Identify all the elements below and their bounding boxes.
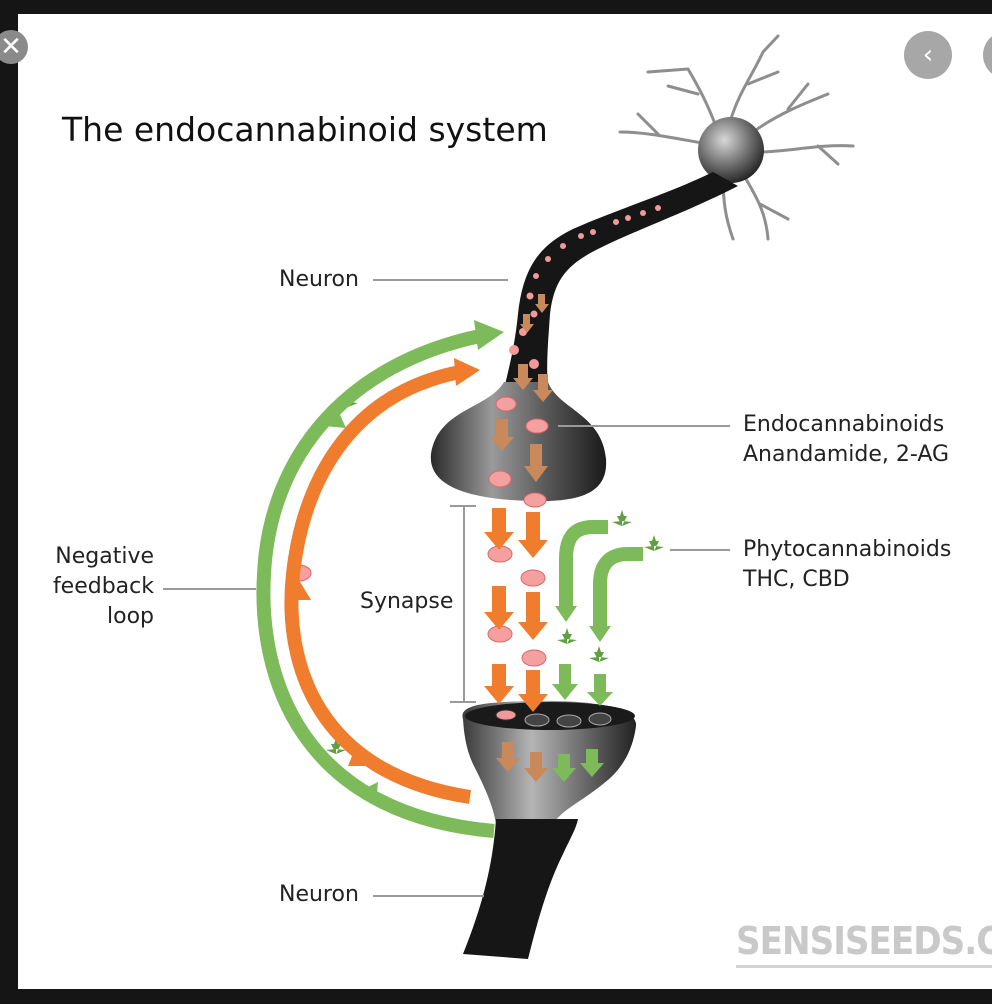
green-arrowhead-lower <box>358 782 378 804</box>
neuron-cell-body <box>698 117 764 183</box>
presynaptic-terminal <box>430 382 607 502</box>
page-title: The endocannabinoid system <box>62 110 548 149</box>
phytocannabinoids-label: Phytocannabinoids THC, CBD <box>743 535 951 595</box>
terminal-arrows <box>490 419 548 482</box>
orange-arrowhead-lower <box>348 746 370 766</box>
cannabis-leaf-icons <box>326 391 664 754</box>
feedback-line-3: loop <box>107 604 154 629</box>
close-button[interactable]: ✕ <box>0 30 28 64</box>
synapse-orange-arrows <box>484 508 548 712</box>
neuron-bottom-label: Neuron <box>279 882 359 907</box>
chevron-left-icon: ‹ <box>922 40 934 70</box>
green-arrowheads <box>552 606 613 706</box>
previous-image-button[interactable]: ‹ <box>904 31 952 79</box>
close-icon: ✕ <box>0 32 22 62</box>
postsynaptic-terminal <box>462 700 637 824</box>
phytocannabinoids-examples: THC, CBD <box>743 567 850 592</box>
synapse-label: Synapse <box>360 589 454 614</box>
next-image-button[interactable] <box>983 31 992 79</box>
leader-lines <box>163 279 730 897</box>
receptors <box>495 709 612 728</box>
feedback-green-arc <box>256 329 495 838</box>
endocannabinoids-label: Endocannabinoids Anandamide, 2-AG <box>743 410 949 470</box>
endocannabinoid-molecules <box>286 396 549 667</box>
feedback-line-1: Negative <box>55 544 154 569</box>
endocannabinoid-diagram <box>163 34 855 959</box>
watermark-logo: SENSISEEDS.COM <box>736 919 992 968</box>
endocannabinoids-title: Endocannabinoids <box>743 412 945 437</box>
orange-arrowhead-mid <box>287 580 311 600</box>
upper-axon <box>504 172 738 392</box>
phytocannabinoids-title: Phytocannabinoids <box>743 537 952 562</box>
postsynaptic-arrows <box>496 742 604 782</box>
image-panel: The endocannabinoid system Neuron Endoca… <box>18 14 992 989</box>
neuron-top-label: Neuron <box>279 267 359 292</box>
green-arrowhead-upper <box>324 406 346 428</box>
synapse-green-arrows <box>559 520 643 629</box>
endocannabinoids-examples: Anandamide, 2-AG <box>743 442 950 467</box>
feedback-line-2: feedback <box>52 574 154 599</box>
feedback-loop-label: Negative feedback loop <box>42 542 154 632</box>
axon-vesicles <box>509 205 661 369</box>
orange-arrowhead-top <box>454 358 480 386</box>
dendrites <box>618 34 855 241</box>
axon-arrows <box>513 294 553 402</box>
lower-axon <box>463 819 578 959</box>
green-arrowhead-top <box>474 320 504 350</box>
